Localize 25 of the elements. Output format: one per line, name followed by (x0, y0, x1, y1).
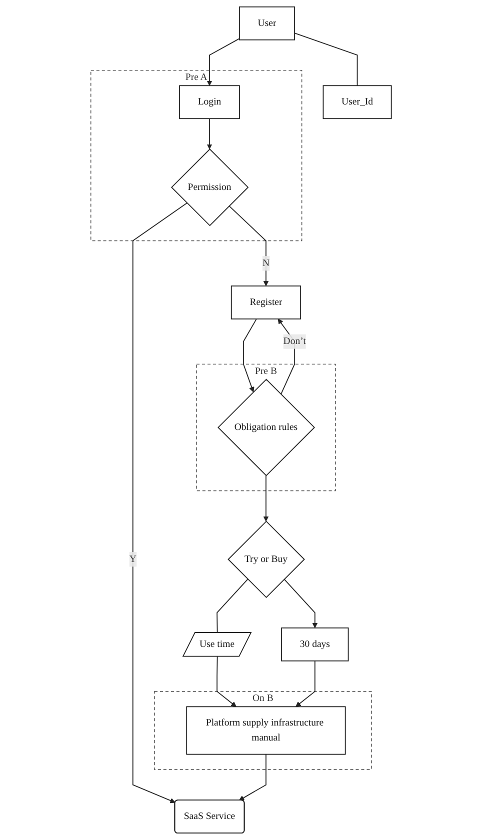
node-box: Login (178, 85, 240, 120)
node-diamond: Permission (170, 148, 249, 226)
connector (294, 32, 358, 86)
arrow (206, 118, 212, 150)
arrow (216, 656, 236, 707)
arrow (206, 38, 240, 86)
arrow (242, 318, 257, 392)
node-box: Register (230, 286, 301, 320)
arrow (284, 578, 318, 628)
node-box: User_Id (322, 85, 392, 120)
arrow (263, 475, 269, 522)
arrow (132, 202, 188, 804)
arrow (295, 660, 316, 707)
node-box: User (238, 6, 295, 40)
arrow (278, 318, 295, 395)
node-diamond: Try or Buy (228, 520, 305, 598)
edge-label: Y (129, 554, 136, 564)
node-box: 30 days (280, 627, 349, 662)
edge-label: N (262, 258, 270, 268)
edge-label: Don’t (283, 336, 306, 346)
arrow (228, 205, 269, 286)
node-box: Platform supply infrastructure manual (186, 706, 346, 755)
arrow (238, 754, 266, 801)
node-diamond: Obligation rules (217, 378, 315, 476)
connector (216, 578, 248, 634)
